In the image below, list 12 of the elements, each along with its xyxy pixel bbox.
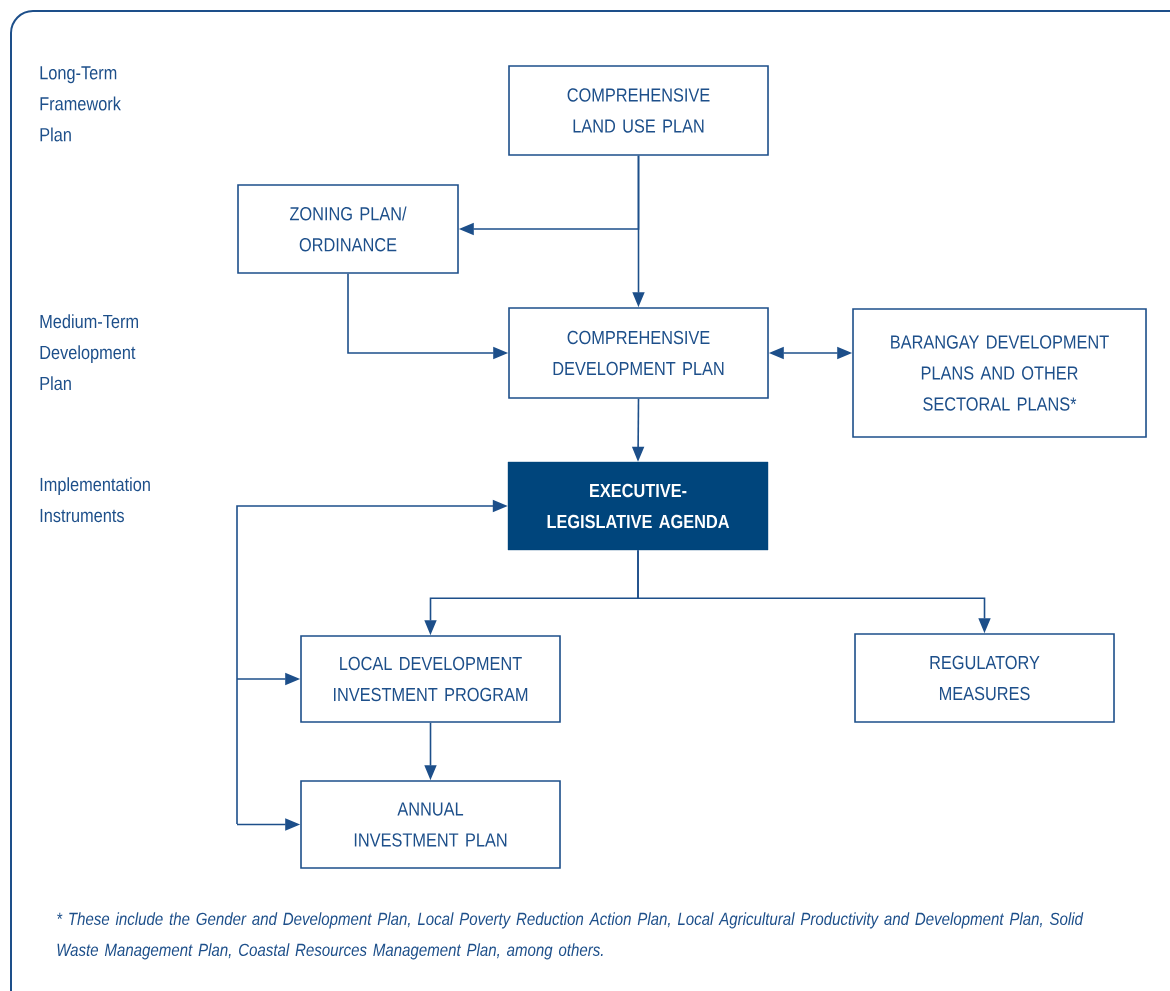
level-label: Medium-Term Development Plan	[40, 314, 138, 391]
level-label: Long-Term Framework Plan	[40, 66, 121, 142]
highlighted-box: EXECUTIVE-LEGISLATIVE AGENDA	[507, 461, 769, 551]
process-box: COMPREHENSIVE LAND USE PLAN	[508, 65, 769, 156]
process-box: COMPREHENSIVE DEVELOPMENT PLAN	[508, 307, 769, 399]
process-box: LOCAL DEVELOPMENT INVESTMENT PROGRAM	[300, 635, 561, 723]
process-box: REGULATORY MEASURES	[854, 633, 1115, 723]
process-box: ZONING PLAN/ ORDINANCE	[237, 184, 459, 274]
footnote: * These include the Gender and Development Plan, Local Poverty Reduction Action Plan, Local Agricultural Productivity and Development Plan, Solid Waste Management Plan, Coastal Resources Management Plan, among others.	[57, 912, 1084, 960]
process-box: BARANGAY DEVELOPMENT PLANS AND OTHER SECTORAL PLANS*	[852, 308, 1147, 438]
level-label: Implementation Instruments	[40, 477, 150, 523]
process-box: ANNUAL INVESTMENT PLAN	[300, 780, 561, 869]
